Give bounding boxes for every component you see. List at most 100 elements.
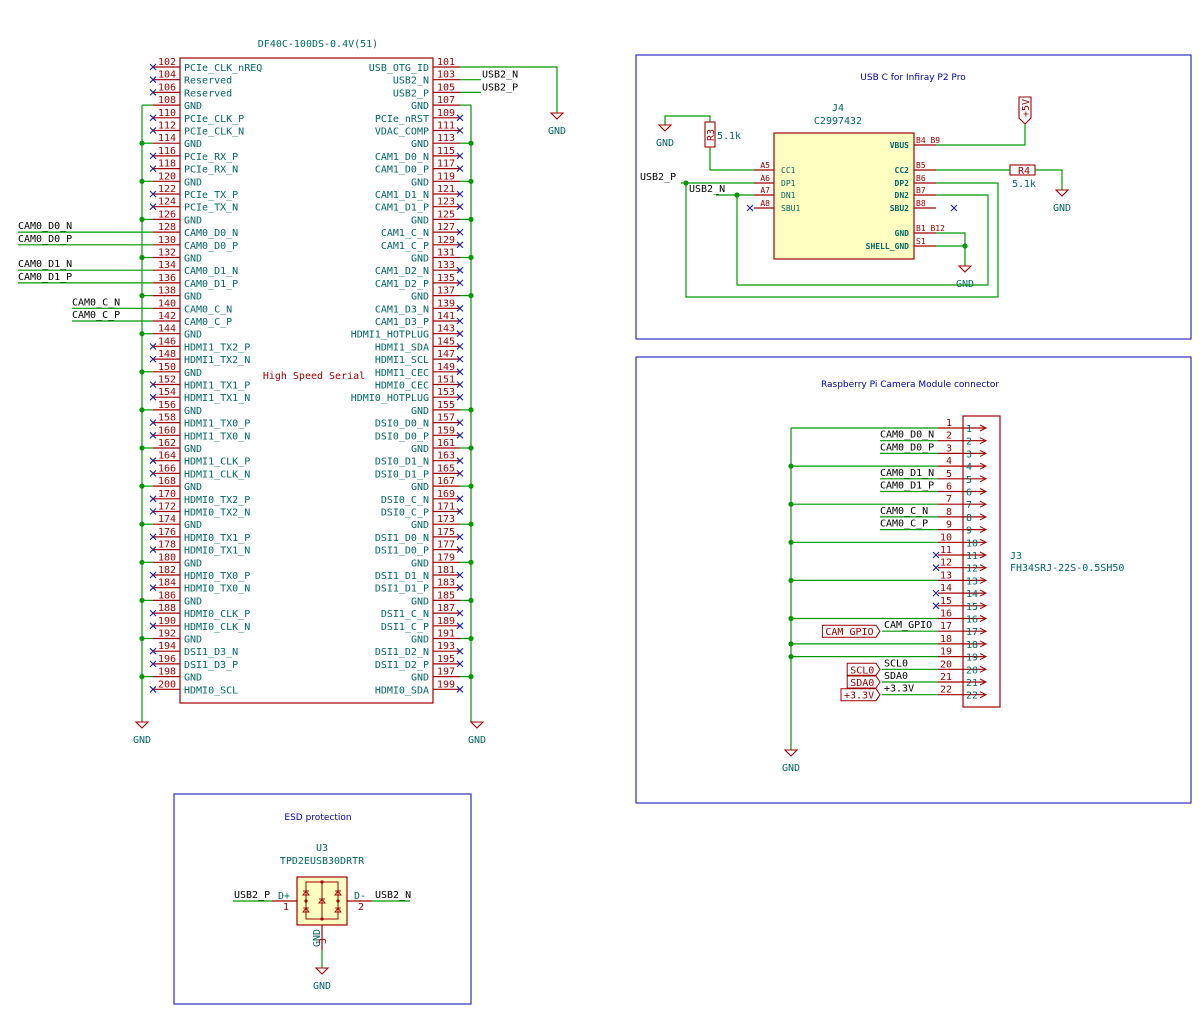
pin-number: 122 bbox=[158, 184, 176, 195]
pin-number: 181 bbox=[437, 565, 455, 576]
usb-c-sheet-border bbox=[635, 54, 1192, 340]
net-label: USB2_N bbox=[482, 70, 518, 81]
r3-ref: R3 bbox=[706, 129, 717, 141]
no-connect-icon bbox=[456, 685, 464, 693]
junction-dot bbox=[468, 445, 474, 451]
pin-name: GND bbox=[411, 254, 429, 265]
no-connect-icon bbox=[149, 533, 157, 541]
pin-number: A8 bbox=[760, 199, 770, 208]
pin-name: HDMI0_TX2_N bbox=[184, 508, 250, 519]
hier-label-icon bbox=[840, 688, 881, 702]
j4-value: C2997432 bbox=[814, 116, 862, 127]
junction-dot bbox=[962, 243, 968, 249]
usb-c-sheet-title: USB C for Infiray P2 Pro bbox=[860, 73, 966, 83]
pin-name: PCIe_CLK_P bbox=[184, 114, 244, 125]
esd-sheet[interactable]: ESD protection U3 TPD2EUSB30DRTR D+1D-2G… bbox=[173, 793, 472, 1005]
usb-c-sheet[interactable]: USB C for Infiray P2 Pro J4 C2997432 A5C… bbox=[635, 54, 1192, 340]
dp2-wire bbox=[685, 182, 999, 298]
pin-name: HDMI0_CEC bbox=[375, 381, 429, 392]
main-connector-df40c[interactable]: DF40C-100DS-0.4V(51) High Speed Serial 1… bbox=[18, 39, 566, 746]
pin-name: GND bbox=[895, 229, 910, 238]
pin-name: GND bbox=[411, 139, 429, 150]
pin-number: B1_B12 bbox=[916, 224, 945, 233]
no-connect-icon bbox=[456, 609, 464, 617]
gnd-symbol-icon: GND bbox=[313, 967, 331, 992]
no-connect-icon bbox=[456, 393, 464, 401]
no-connect-icon bbox=[149, 127, 157, 134]
pin-number: 17 bbox=[940, 621, 952, 632]
no-connect-icon bbox=[456, 495, 464, 503]
pin-name: DSI0_D0_N bbox=[375, 419, 429, 430]
pin-name: HDMI0_TX0_P bbox=[184, 571, 250, 582]
pin-name: CAM1_D0_P bbox=[375, 165, 429, 176]
pin-number: 132 bbox=[158, 248, 176, 259]
pin-number: 13 bbox=[940, 570, 952, 581]
vbus-wire bbox=[936, 124, 1026, 146]
no-connect-icon bbox=[456, 114, 464, 122]
pin-name: 9 bbox=[966, 526, 972, 537]
no-connect-icon bbox=[456, 279, 464, 287]
no-connect-icon bbox=[456, 228, 464, 236]
j3-pins: 1122CAM0_D0_N33CAM0_D0_P4455CAM0_D1_N66C… bbox=[782, 418, 988, 774]
pin-name: 5 bbox=[966, 475, 972, 486]
pin-name: GND bbox=[184, 215, 202, 226]
pin-number: 192 bbox=[158, 629, 176, 640]
net-label: CAM0_D1_P bbox=[18, 272, 72, 283]
pin-name: DN2 bbox=[895, 191, 910, 200]
pin-number: 163 bbox=[437, 451, 455, 462]
pin-name: USB2_N bbox=[393, 76, 429, 87]
pin-name: CAM0_C_P bbox=[184, 317, 232, 328]
pin-name: GND bbox=[411, 292, 429, 303]
pin-number: 20 bbox=[940, 659, 952, 670]
pin-name: 12 bbox=[966, 564, 978, 575]
pin-name: CAM1_D1_P bbox=[375, 203, 429, 214]
pin-number: 8 bbox=[946, 507, 952, 518]
camera-sheet[interactable]: Raspberry Pi Camera Module connector J3 … bbox=[635, 356, 1192, 804]
no-connect-icon bbox=[149, 431, 157, 439]
pin-name: GND bbox=[184, 368, 202, 379]
no-connect-icon bbox=[456, 152, 464, 160]
pin-name: SBU1 bbox=[781, 204, 800, 213]
pin-name: GND bbox=[411, 215, 429, 226]
pin-name: HDMI1_TX0_N bbox=[184, 431, 250, 442]
pin-name: GND bbox=[184, 558, 202, 569]
pin-name: CAM1_D3_N bbox=[375, 304, 429, 315]
pin-number: 198 bbox=[158, 667, 176, 678]
pin-name: GND bbox=[411, 177, 429, 188]
pin-number: 123 bbox=[437, 197, 455, 208]
pin-name: HDMI1_TX2_N bbox=[184, 355, 250, 366]
pin-name: DP1 bbox=[781, 179, 796, 188]
no-connect-icon bbox=[149, 165, 157, 172]
pin-number: 166 bbox=[158, 463, 176, 474]
pin-number: 191 bbox=[437, 629, 455, 640]
pin-name: 15 bbox=[966, 602, 978, 613]
pin-number: 161 bbox=[437, 438, 455, 449]
net-label: CAM0_D1_P bbox=[880, 481, 934, 492]
power-5v-icon: +5V bbox=[1018, 96, 1032, 125]
junction-dot bbox=[139, 178, 145, 184]
pin-name: GND bbox=[312, 929, 323, 947]
net-label: CAM0_C_N bbox=[880, 506, 928, 517]
pin-number: 180 bbox=[158, 552, 176, 563]
pin-name: GND bbox=[184, 406, 202, 417]
no-connect-icon bbox=[456, 266, 464, 274]
pin-name: VDAC_COMP bbox=[375, 127, 429, 138]
